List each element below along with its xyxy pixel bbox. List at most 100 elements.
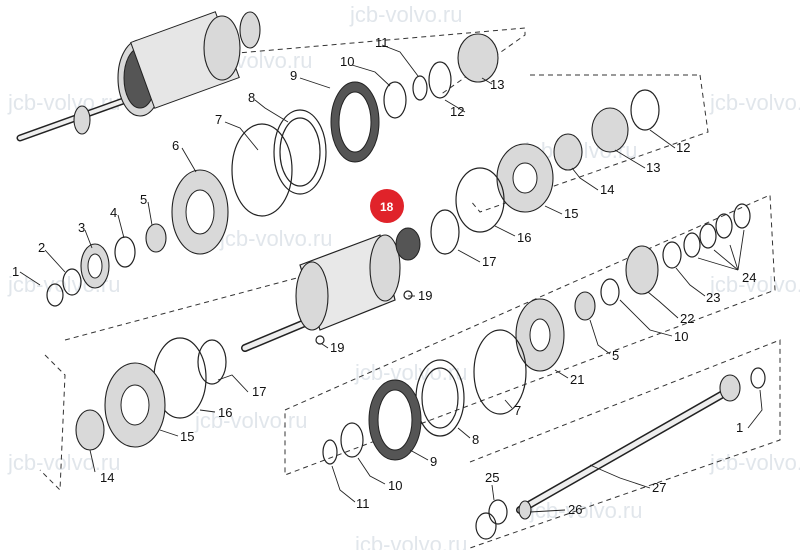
leader-14-lower — [89, 449, 96, 473]
callout-label: 19 — [330, 340, 344, 355]
drum-rear-face — [369, 234, 401, 302]
leader-17-lower — [217, 374, 249, 393]
callout-label: 3 — [78, 220, 85, 235]
leader-9 — [299, 77, 331, 89]
highlight-marker — [370, 189, 404, 223]
leader-24b — [713, 249, 739, 271]
part-8-ring-inner — [279, 117, 321, 187]
leader-12-right — [649, 129, 676, 149]
boundary-left — [39, 354, 66, 492]
part-6-gear-bore — [185, 189, 215, 235]
highlight-label: 18 — [380, 200, 394, 214]
mid-right-parts — [515, 203, 751, 372]
callout-label: 10 — [674, 329, 688, 344]
callout-label: 17 — [482, 254, 496, 269]
boundary-upper-right — [469, 74, 709, 213]
leader-6 — [181, 147, 197, 173]
part-3-bearing-bore — [87, 253, 103, 279]
leader-22 — [647, 291, 679, 319]
part-5-bearing-mid — [574, 291, 596, 321]
shaft-end-cap — [719, 374, 741, 402]
part-16-seal — [455, 167, 505, 233]
part-14-bush-lower — [75, 409, 105, 451]
callout-label: 14 — [600, 182, 614, 197]
watermark-text: jcb-volvo.ru — [7, 450, 120, 475]
part-26-collar — [518, 500, 532, 520]
callout-label: 21 — [570, 372, 584, 387]
leader-12-top — [444, 99, 466, 113]
part-12-washer-right — [630, 89, 660, 131]
callout-label: 7 — [514, 403, 521, 418]
callout-label: 19 — [418, 288, 432, 303]
leader-10 — [351, 64, 391, 87]
leader-16-top — [494, 225, 516, 237]
watermark-text: jcb-volvo.ru — [354, 532, 467, 550]
watermark-text: jcb-volvo.ru — [709, 272, 800, 297]
leader-9-lower — [409, 449, 429, 461]
drum-end — [203, 15, 241, 81]
callout-label: 22 — [680, 311, 694, 326]
callout-label: 24 — [742, 270, 756, 285]
watermark-text: jcb-volvo.ru — [354, 360, 467, 385]
top-shaft-assembly — [16, 11, 261, 142]
part-5-bearing — [145, 223, 167, 253]
leader-16-lower — [199, 409, 216, 413]
callout-label: 12 — [450, 104, 464, 119]
callout-label: 5 — [140, 192, 147, 207]
part-7-snap-ring-lower — [473, 329, 527, 415]
callout-label: 27 — [652, 480, 666, 495]
leader-lines — [19, 44, 763, 513]
callout-label: 15 — [180, 429, 194, 444]
boundary-bottom — [469, 339, 781, 549]
callout-label: 25 — [485, 470, 499, 485]
watermark-text: jcb-volvo.ru — [529, 498, 642, 523]
watermark-text: jcb-volvo.ru — [349, 2, 462, 27]
part-12-washer — [428, 61, 452, 99]
callout-label: 8 — [248, 90, 255, 105]
callout-label: 9 — [290, 68, 297, 83]
part-17-seal — [430, 209, 460, 255]
part-17-seal-lower — [197, 339, 227, 385]
leader-10-lower — [357, 457, 386, 485]
part-27-shaft-highlight — [517, 387, 733, 513]
leader-15-top — [544, 205, 563, 215]
leader-24c — [697, 257, 739, 271]
top-row-parts — [231, 33, 499, 217]
leader-15-lower — [159, 429, 179, 437]
part-8-ring — [273, 109, 327, 195]
drum-spline-hub — [395, 227, 421, 261]
callout-label: 12 — [676, 140, 690, 155]
callout-label: 11 — [356, 496, 370, 511]
clutch-drum-assembly — [241, 227, 421, 352]
part-11-snap-ring — [412, 75, 428, 101]
callout-label: 7 — [215, 112, 222, 127]
callout-label: 16 — [517, 230, 531, 245]
callout-label: 1 — [736, 420, 743, 435]
leader-21 — [554, 369, 569, 379]
part-15-piston-lower-bore — [120, 384, 150, 426]
callout-label: 13 — [646, 160, 660, 175]
leader-26 — [529, 509, 566, 513]
leader-19-lower — [321, 343, 329, 349]
leader-1 — [19, 271, 41, 286]
part-2-washer — [62, 268, 82, 296]
leader-8-lower — [457, 427, 471, 439]
callout-label: 26 — [568, 502, 582, 517]
lower-left-parts — [75, 337, 227, 451]
callout-label: 17 — [252, 384, 266, 399]
leader-8 — [254, 99, 289, 123]
part-7-snap-ring — [231, 123, 293, 217]
part-25-ring — [488, 499, 508, 525]
callout-label: 8 — [472, 432, 479, 447]
part-11-snap-ring-lower — [322, 439, 338, 465]
drum-front-face — [295, 261, 329, 331]
part-24-ring-a — [683, 232, 701, 258]
leader-17-top — [457, 249, 481, 263]
callout-label: 10 — [388, 478, 402, 493]
leader-2 — [44, 249, 66, 273]
part-24-ring-d — [733, 203, 751, 229]
leader-7 — [224, 121, 259, 151]
callout-label: 23 — [706, 290, 720, 305]
lower-middle-parts — [322, 329, 527, 465]
leader-3 — [84, 229, 93, 249]
